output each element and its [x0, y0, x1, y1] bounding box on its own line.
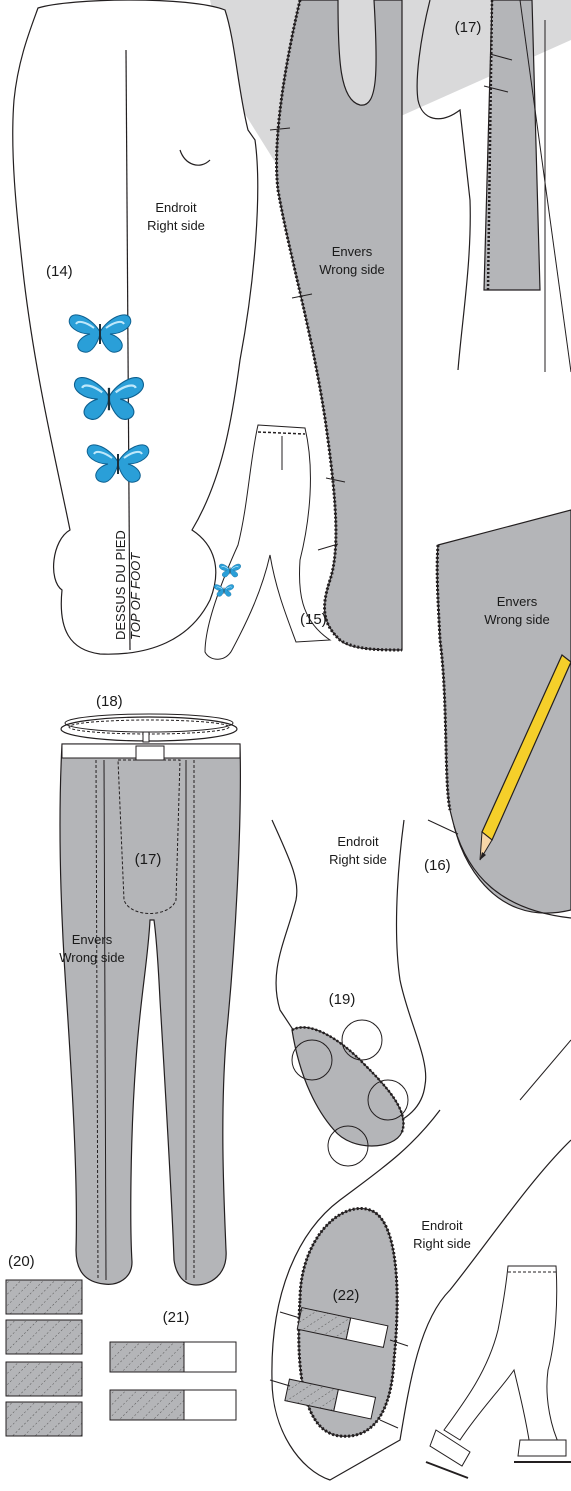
step-14-label: (14)	[46, 263, 73, 280]
right-side-label-19: Right side	[329, 852, 387, 867]
step-17-label-top: (17)	[455, 19, 482, 36]
step-18-label: (18)	[96, 693, 123, 710]
top-of-foot-label: TOP OF FOOT	[128, 552, 143, 640]
step-21-label: (21)	[163, 1309, 190, 1326]
dessus-du-pied-label: DESSUS DU PIED	[113, 530, 128, 640]
skater-figure	[426, 1266, 571, 1478]
step-19-label: (19)	[329, 991, 356, 1008]
wrong-side-label-17: Wrong side	[59, 950, 125, 965]
right-side-label-14: Right side	[147, 218, 205, 233]
envers-label-15: Envers	[332, 244, 373, 259]
strips-21	[110, 1342, 236, 1420]
step-16-label: (16)	[424, 857, 451, 874]
step-17-label-bottom: (17)	[135, 851, 162, 868]
endroit-label-19: Endroit	[337, 834, 379, 849]
right-side-label-22: Right side	[413, 1236, 471, 1251]
envers-label-16: Envers	[497, 594, 538, 609]
wrong-side-label-16: Wrong side	[484, 612, 550, 627]
waistband-ring-18	[61, 714, 237, 742]
endroit-label-14: Endroit	[155, 200, 197, 215]
wrong-side-label-15: Wrong side	[319, 262, 385, 277]
strips-20	[6, 1280, 82, 1436]
tights-wrong-side-17	[60, 744, 240, 1285]
step-15-label: (15)	[300, 611, 327, 628]
step-22-label: (22)	[333, 1287, 360, 1304]
envers-label-17: Envers	[72, 932, 113, 947]
step-20-label: (20)	[8, 1253, 35, 1270]
endroit-label-22: Endroit	[421, 1218, 463, 1233]
